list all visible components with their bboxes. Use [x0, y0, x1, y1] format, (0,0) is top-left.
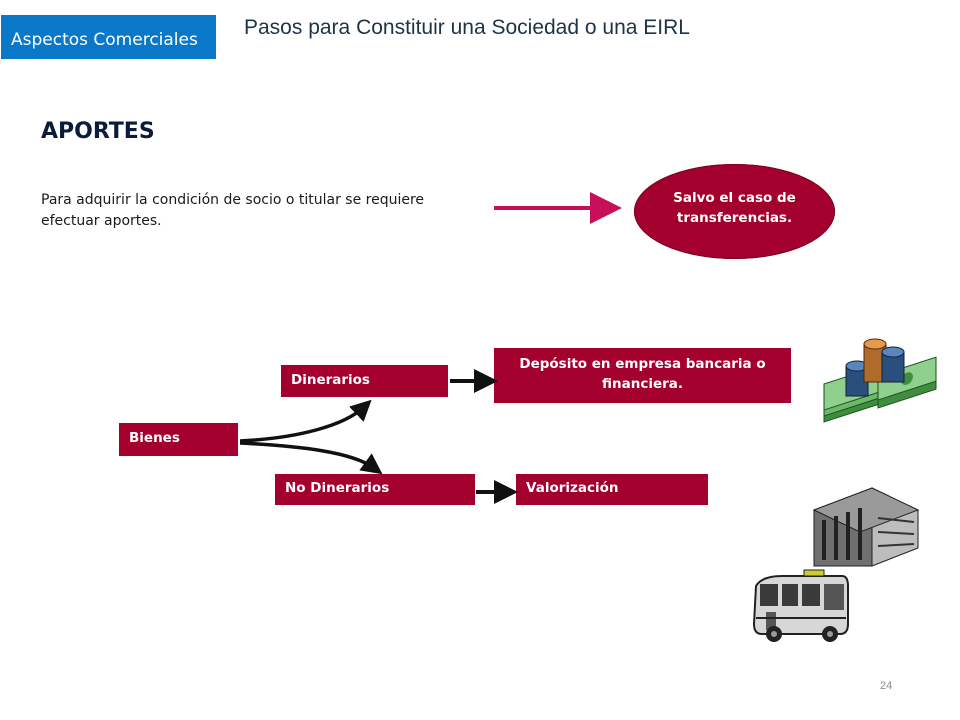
bus-icon [752, 569, 849, 642]
slide-title: Pasos para Constituir una Sociedad o una… [244, 16, 690, 39]
deposito-label: Depósito en empresa bancaria o financier… [519, 356, 766, 392]
intro-paragraph: Para adquirir la condición de socio o ti… [41, 192, 425, 229]
valorizacion-label: Valorización [526, 480, 619, 496]
deposito-box: Depósito en empresa bancaria o financier… [494, 348, 791, 403]
curve-arrow-up [239, 399, 372, 443]
no-dinerarios-box: No Dinerarios [275, 474, 475, 505]
page-number: 24 [880, 680, 893, 692]
money-stack-icon [823, 338, 937, 423]
section-tag: Aspectos Comerciales [1, 15, 216, 59]
no-dinerarios-label: No Dinerarios [285, 480, 390, 496]
exception-oval: Salvo el caso de transferencias. [634, 164, 835, 259]
section-heading: APORTES [41, 119, 155, 144]
dinerarios-label: Dinerarios [291, 372, 370, 388]
office-building-icon [812, 487, 920, 567]
curve-arrow-down [239, 441, 383, 475]
bienes-box: Bienes [119, 423, 238, 456]
bienes-label: Bienes [129, 430, 180, 446]
valorizacion-box: Valorización [516, 474, 708, 505]
dinerarios-box: Dinerarios [281, 365, 448, 397]
exception-oval-text: Salvo el caso de transferencias. [673, 190, 796, 226]
